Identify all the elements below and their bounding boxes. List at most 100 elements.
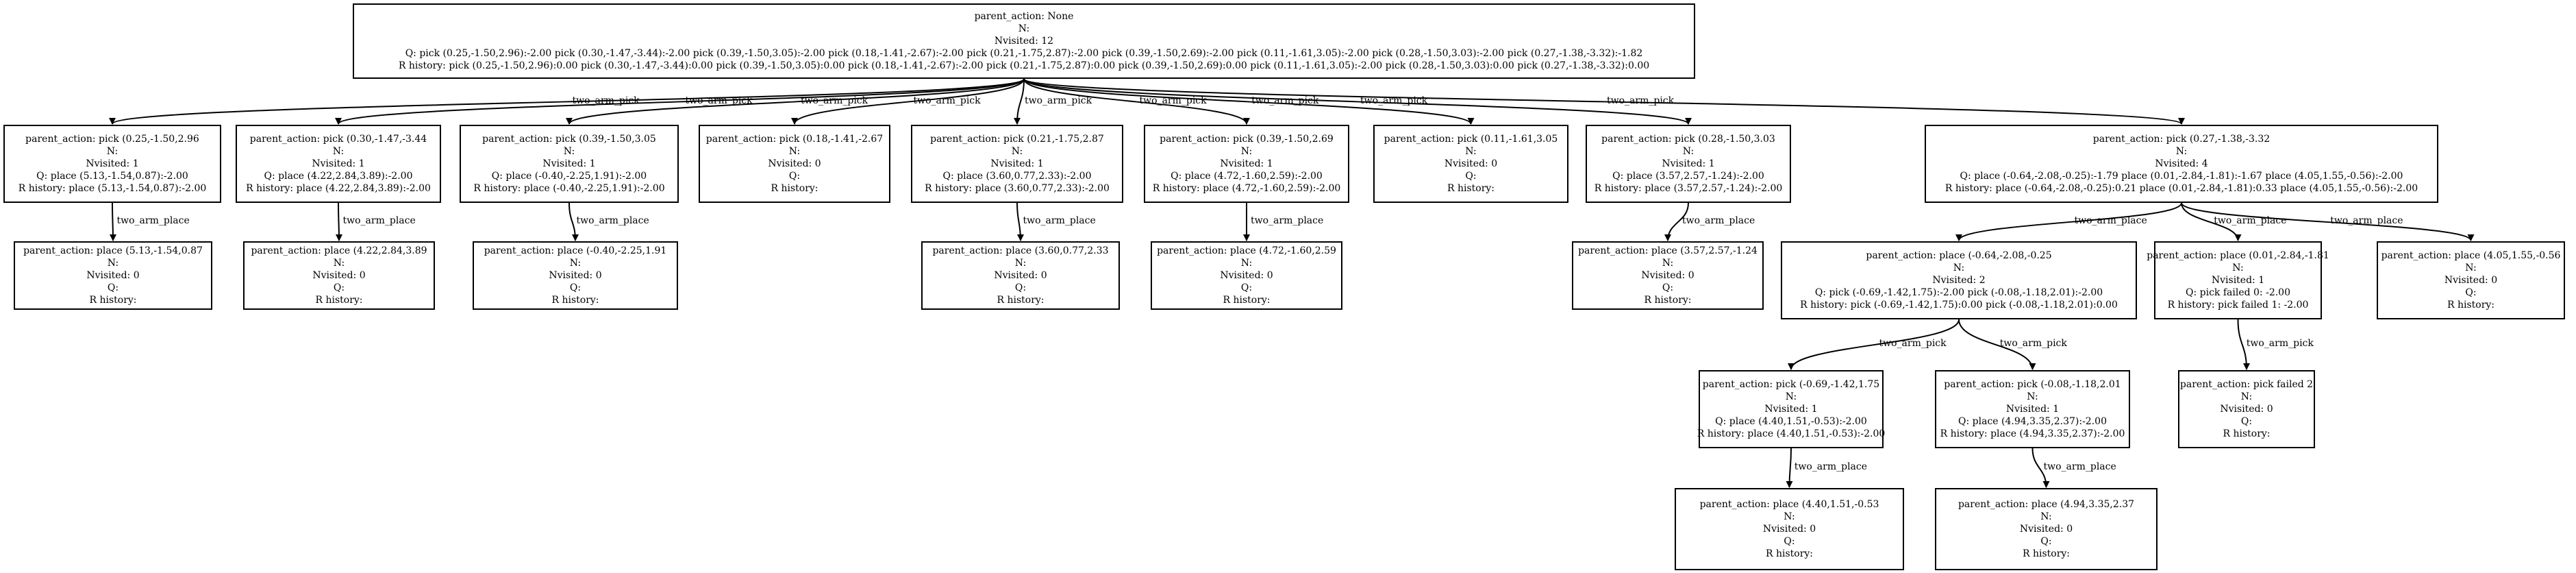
edge-label: two_arm_place (2043, 461, 2116, 472)
edge-label: two_arm_pick (1999, 338, 2067, 349)
node-line: Q: place (4.40,1.51,-0.53):-2.00 (1715, 416, 1867, 427)
node-line: R history: place (3.57,2.57,-1.24):-2.00 (1594, 183, 1783, 194)
node-line: parent_action: place (4.40,1.51,-0.53 (1699, 499, 1879, 510)
node-line: R history: place (4.94,3.35,2.37):-2.00 (1940, 428, 2125, 439)
node-line: Q: place (3.60,0.77,2.33):-2.00 (942, 171, 1092, 182)
node-line: Q: (1240, 282, 1253, 293)
node-line: R history: (771, 183, 818, 194)
node-line: N: (1784, 511, 1795, 522)
edge-p9-q1 (1955, 202, 2182, 241)
node-line: Nvisited: 0 (994, 270, 1047, 281)
edge-root-p6 (1023, 78, 1250, 125)
edge-root-p4 (791, 78, 1025, 125)
node-line: Nvisited: 12 (994, 36, 1054, 47)
node-line: R history: place (4.40,1.51,-0.53):-2.00 (1697, 428, 1886, 439)
edge-label: two_arm_pick (1879, 338, 1947, 349)
node-line: N: (1018, 23, 1030, 34)
node-line: parent_action: pick (0.28,-1.50,3.03 (1601, 134, 1775, 145)
edge-label: two_arm_pick (1251, 95, 1319, 106)
node-line: Q: (1784, 536, 1795, 547)
node-line: R history: (1223, 295, 1271, 306)
node-line: R history: (2223, 428, 2271, 439)
node-line: Nvisited: 0 (2220, 404, 2273, 415)
node-line: R history: (2022, 548, 2071, 559)
node-line: parent_action: place (3.60,0.77,2.33 (932, 245, 1109, 256)
node-line: Nvisited: 1 (2211, 275, 2265, 286)
edge-q1-r1 (1788, 319, 1960, 370)
edge-r1-s1 (1786, 448, 1793, 488)
node-line: parent_action: place (4.72,-1.60,2.59 (1157, 245, 1336, 256)
node-line: R history: (315, 295, 363, 306)
node-line: N: (1682, 146, 1695, 157)
edge-q2-r3 (2237, 319, 2250, 370)
node-line: Nvisited: 0 (2444, 275, 2498, 286)
node-line: Q: (1662, 282, 1674, 293)
node-line: N: (106, 146, 118, 157)
node-line: Nvisited: 4 (2155, 158, 2208, 169)
node-line: R history: (89, 295, 137, 306)
node-line: Q: pick failed 0: -2.00 (2185, 287, 2290, 298)
node-line: Q: (1014, 282, 1027, 293)
node-line: R history: place (3.60,0.77,2.33):-2.00 (925, 183, 1110, 194)
node-line: N: (1465, 146, 1477, 157)
edge-label: two_arm_pick (1025, 95, 1092, 106)
node-line: Q: (2465, 287, 2477, 298)
edge-root-p2 (335, 78, 1025, 125)
edge-root-p3 (566, 78, 1025, 125)
edge-label: two_arm_place (1023, 215, 1096, 226)
node-line: R history: place (4.72,-1.60,2.59):-2.00 (1152, 183, 1341, 194)
node-line: Nvisited: 1 (542, 158, 596, 169)
node-line: N: (2465, 263, 2477, 273)
edge-label: two_arm_place (2214, 215, 2287, 226)
node-line: R history: (997, 295, 1045, 306)
node-line: Q: place (-0.40,-2.25,1.91):-2.00 (491, 171, 647, 182)
edge-p8-l8 (1664, 202, 1689, 241)
node-line: parent_action: pick (0.39,-1.50,2.69 (1160, 134, 1334, 145)
node-line: Nvisited: 2 (1932, 275, 1986, 286)
node-line: R history: (2447, 300, 2495, 310)
node-line: parent_action: place (-0.64,-2.08,-0.25 (1866, 250, 2052, 261)
node-line: R history: pick (-0.69,-1.42,1.75):0.00 … (1800, 300, 2118, 310)
node-line: N: (2040, 511, 2052, 522)
edge-label: two_arm_place (116, 215, 190, 226)
node-line: R history: pick (0.25,-1.50,2.96):0.00 p… (398, 60, 1650, 71)
node-line: Nvisited: 0 (1641, 270, 1695, 281)
node-line: Q: (107, 282, 119, 293)
node-line: Nvisited: 1 (1764, 404, 1818, 415)
node-line: parent_action: pick (-0.08,-1.18,2.01 (1944, 379, 2121, 390)
node-line: parent_action: pick (0.18,-1.41,-2.67 (705, 134, 884, 145)
edge-label: two_arm_pick (685, 95, 753, 106)
node-line: N: (2175, 146, 2188, 157)
node-line: R history: (1447, 183, 1495, 194)
edge-label: two_arm_pick (1360, 95, 1428, 106)
edge-root-p7 (1023, 78, 1475, 125)
node-line: N: (2240, 391, 2253, 402)
node-line: N: (1240, 146, 1253, 157)
node-line: parent_action: pick (0.39,-1.50,3.05 (482, 134, 656, 145)
node-line: Q: place (4.72,-1.60,2.59):-2.00 (1171, 171, 1323, 182)
edge-label: two_arm_pick (2246, 338, 2314, 349)
node-line: R history: (551, 295, 599, 306)
node-line: parent_action: place (3.57,2.57,-1.24 (1578, 245, 1758, 256)
edge-label: two_arm_place (2330, 215, 2403, 226)
node-line: N: (788, 146, 801, 157)
edge-root-p9 (1023, 78, 2185, 125)
edge-p3-l3 (568, 202, 579, 241)
node-line: Q: place (4.94,3.35,2.37):-2.00 (1958, 416, 2107, 427)
edge-root-p1 (109, 78, 1025, 125)
node-line: R history: place (-0.64,-2.08,-0.25):0.2… (1944, 183, 2418, 194)
